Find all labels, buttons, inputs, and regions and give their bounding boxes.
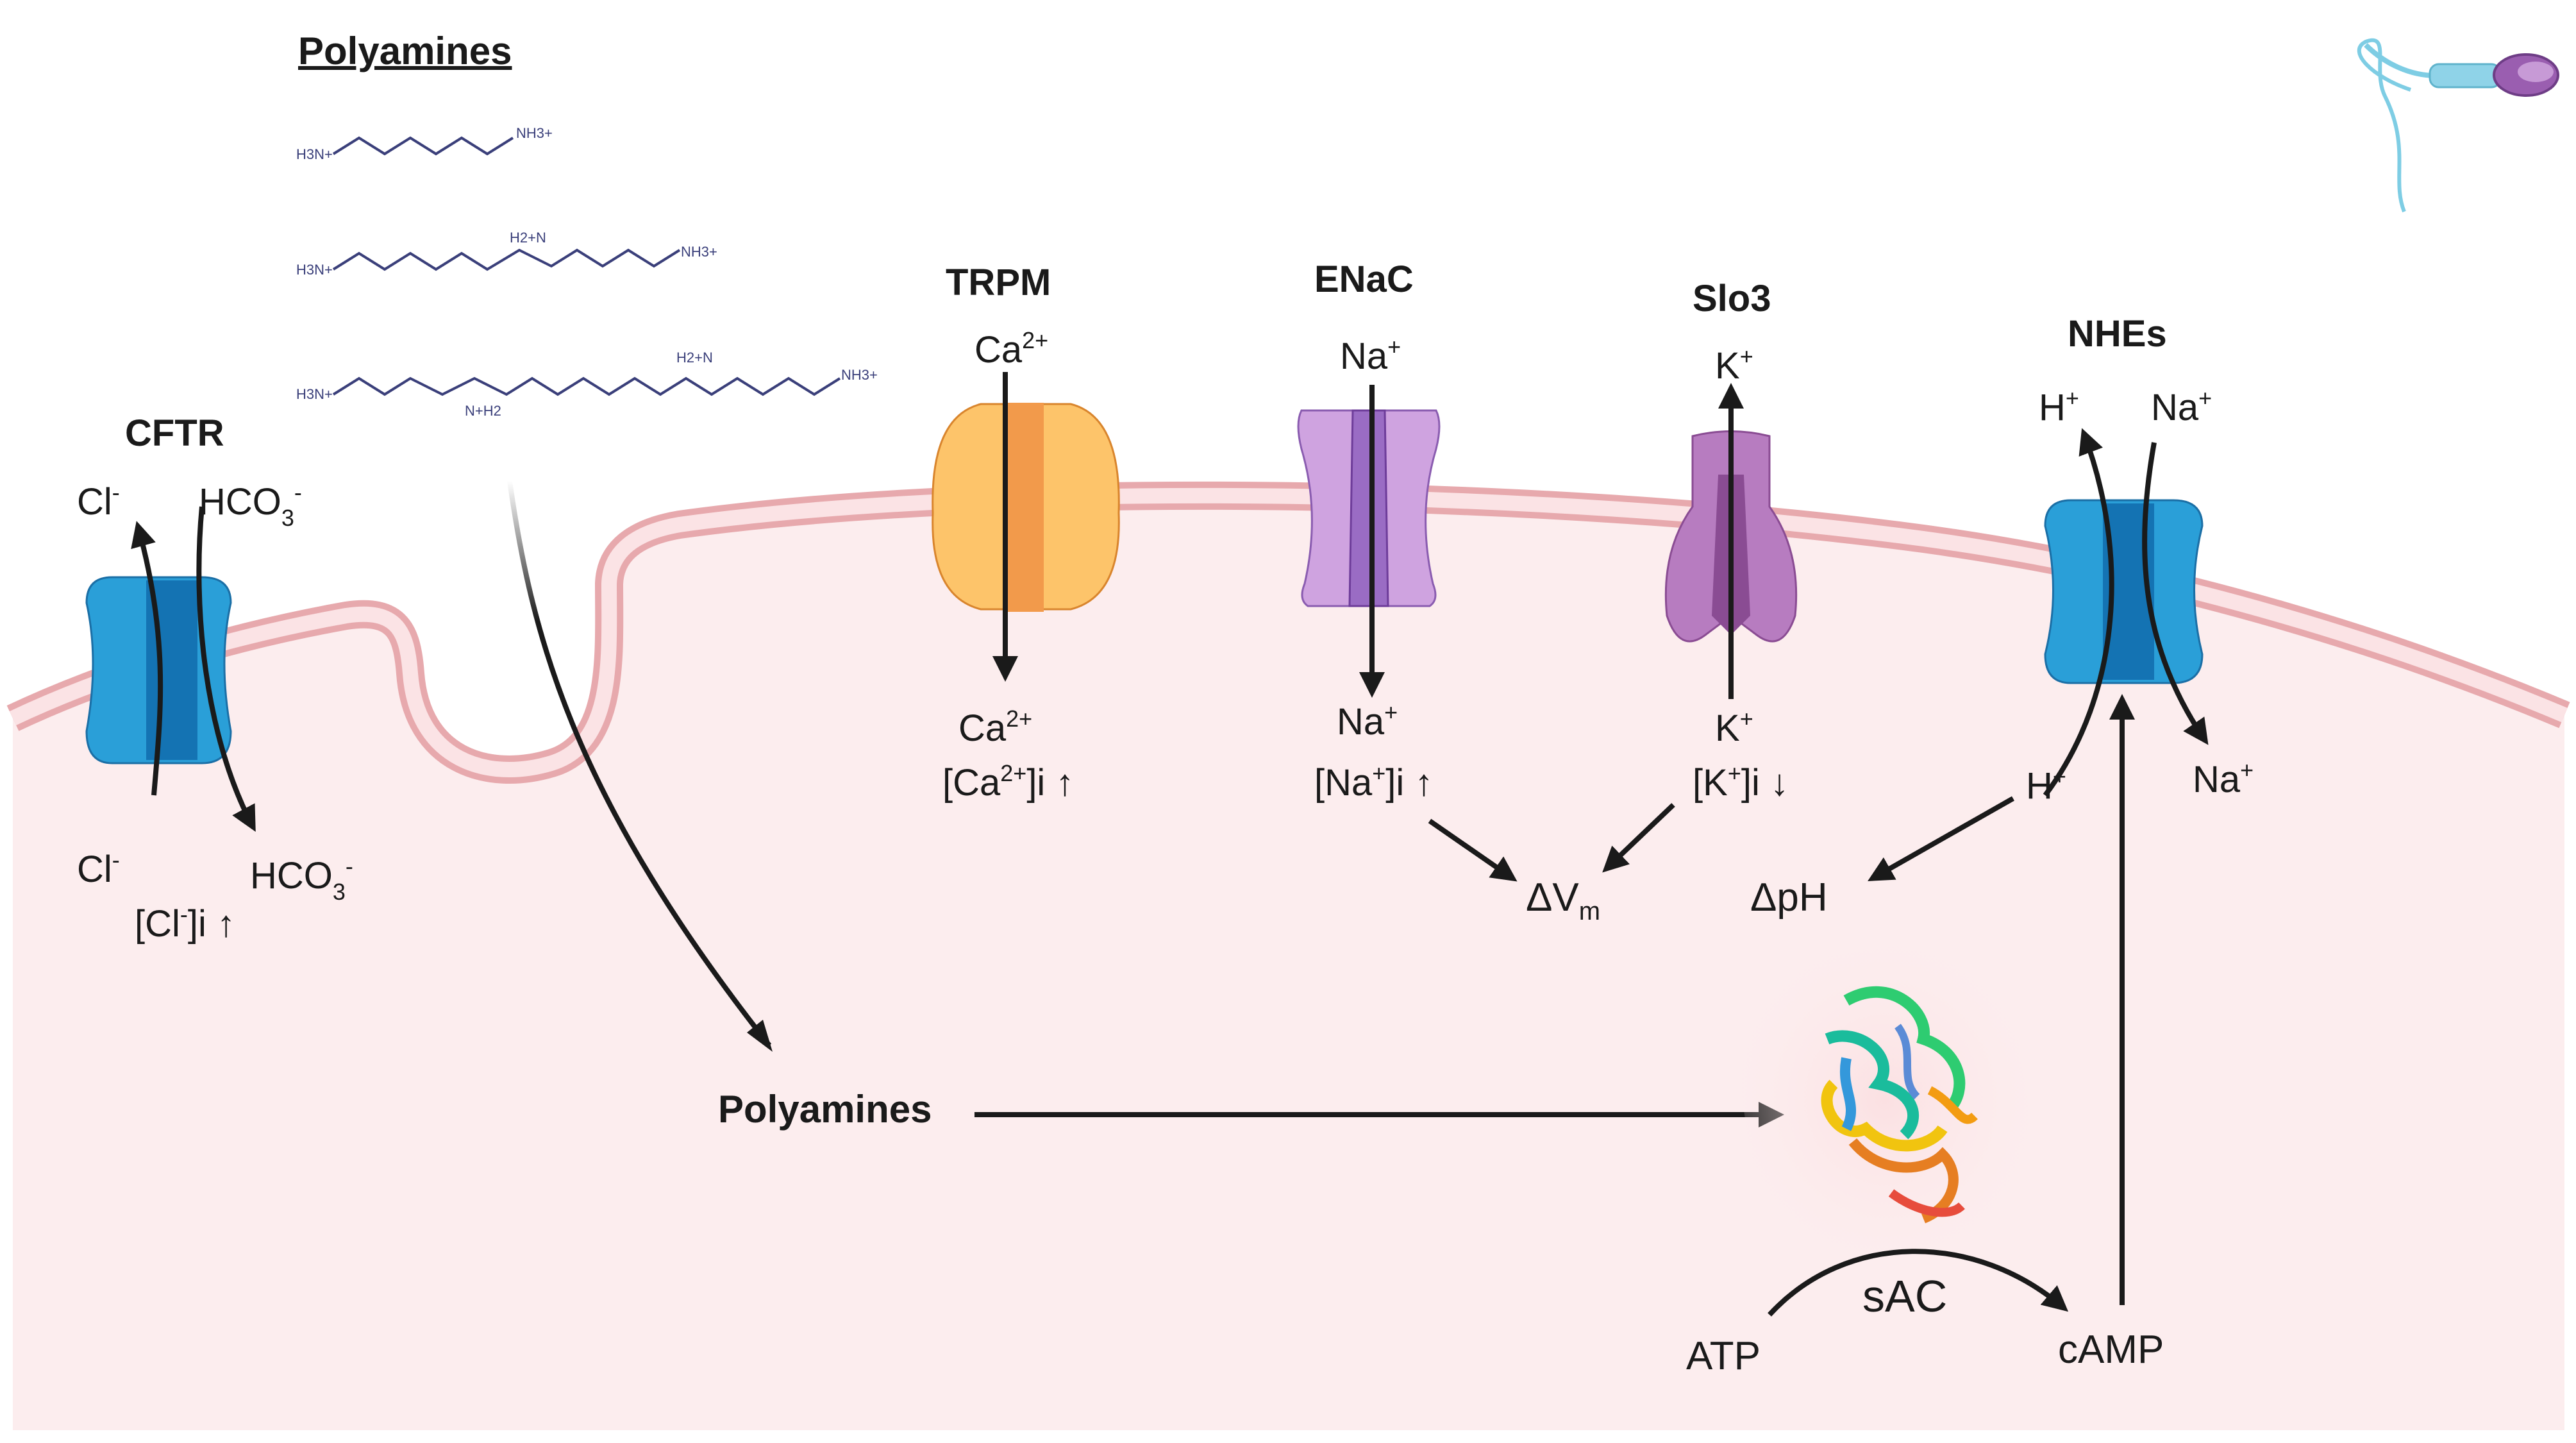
h-to-ph-arrow	[1868, 796, 2014, 881]
structure-3-mid2-group: H2+N	[676, 350, 713, 366]
polyamine-structure-1: H3N+ NH3+	[296, 125, 553, 162]
cftr-cl-out-label: Cl-	[77, 479, 120, 523]
sperm-icon	[2357, 38, 2559, 213]
slo3-k-in-label: K+	[1715, 705, 1753, 749]
slo3-k-out-label: K+	[1715, 343, 1753, 387]
polyamines-intracellular-label: Polyamines	[718, 1088, 932, 1131]
structure-3-left-group: H3N+	[296, 386, 333, 402]
trpm-ca-out-label: Ca2+	[974, 327, 1048, 371]
structure-3-right-group: NH3+	[841, 367, 878, 383]
cell-membrane-inner	[9, 487, 2568, 777]
atp-label: ATP	[1686, 1334, 1761, 1378]
polyamine-entry-arrowhead	[747, 1020, 773, 1052]
polyamine-entry-arrow	[507, 480, 772, 1047]
cftr-label: CFTR	[125, 412, 224, 454]
nhes-na-in-label: Na+	[2193, 757, 2254, 800]
nhes-na-out-label: Na+	[2151, 385, 2212, 428]
trpm-ca-in-label: Ca2+	[958, 705, 1032, 749]
nhes-h-in-label: H+	[2026, 763, 2066, 807]
structure-1-right-group: NH3+	[516, 125, 553, 141]
nhes-label: NHEs	[2068, 313, 2167, 355]
camp-label: cAMP	[2058, 1328, 2164, 1372]
k-to-vm-arrow	[1602, 803, 1675, 873]
enac-na-out-label: Na+	[1340, 333, 1401, 377]
nhes-channel	[2044, 499, 2204, 684]
polyamine-structure-2: H3N+ H2+N NH3+	[296, 230, 717, 278]
polyamines-legend-title: Polyamines	[298, 30, 512, 72]
cftr-hco3-in-label: HCO3-	[250, 853, 353, 905]
enac-concentration-label: [Na+]i ↑	[1314, 760, 1433, 804]
cftr-cl-in-label: Cl-	[77, 847, 120, 890]
slo3-concentration-label: [K+]i ↓	[1693, 760, 1789, 804]
structure-1-left-group: H3N+	[296, 146, 333, 162]
trpm-label: TRPM	[946, 262, 1051, 303]
structure-2-right-group: NH3+	[681, 244, 717, 260]
structure-2-left-group: H3N+	[296, 262, 333, 278]
cftr-hco3-influx-arrow	[196, 506, 256, 832]
atp-to-camp-arrow	[1768, 1249, 2069, 1317]
nhes-na-influx-arrow	[2142, 442, 2209, 745]
sac-protein-icon	[1724, 931, 2046, 1269]
delta-ph-label: ΔpH	[1750, 875, 1828, 920]
structure-2-mid-group: H2+N	[510, 230, 546, 246]
enac-na-in-label: Na+	[1337, 699, 1398, 743]
cftr-cl-efflux-arrow	[131, 521, 163, 796]
slo3-label: Slo3	[1693, 278, 1771, 319]
nhes-h-out-label: H+	[2039, 385, 2079, 428]
cftr-hco3-out-label: HCO3-	[199, 479, 302, 531]
structure-3-mid1-group: N+H2	[465, 403, 501, 419]
cftr-concentration-label: [Cl-]i ↑	[135, 901, 235, 945]
sac-label: sAC	[1862, 1271, 1947, 1321]
enac-channel	[1297, 409, 1441, 607]
na-to-vm-arrow	[1428, 818, 1518, 882]
enac-label: ENaC	[1314, 258, 1414, 300]
nhes-h-efflux-arrow	[2043, 428, 2114, 797]
trpm-channel	[932, 403, 1120, 612]
delta-vm-label: ΔVm	[1526, 875, 1600, 925]
polyamine-structure-3: H3N+ N+H2 H2+N NH3+	[296, 350, 878, 419]
trpm-concentration-label: [Ca2+]i ↑	[942, 760, 1074, 804]
